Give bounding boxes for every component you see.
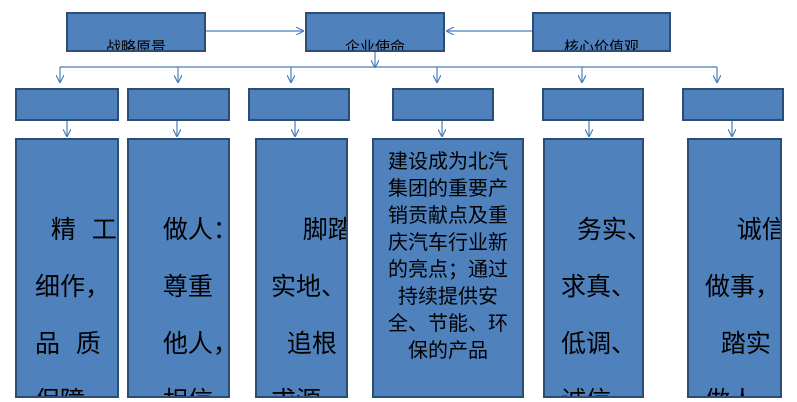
column-text-1: 精 工 细作， 品 质 保障， — [35, 215, 117, 396]
column-header-6 — [682, 88, 784, 121]
column-header-5 — [542, 88, 644, 121]
column-header-1 — [15, 88, 119, 121]
column-text-6: 诚信 做事， 踏实 做人， — [705, 215, 782, 396]
vision-box: 战略原景 — [66, 12, 206, 52]
column-body-1: 精 工 细作， 品 质 保障， — [15, 138, 119, 398]
column-header-2 — [127, 88, 230, 121]
column-text-4: 建设成为北汽集团的重要产销贡献点及重庆汽车行业新的亮点；通过持续提供安全、节能、… — [388, 149, 508, 362]
values-label: 核心价值观 — [563, 38, 639, 52]
vision-label: 战略原景 — [105, 38, 166, 52]
column-body-4: 建设成为北汽集团的重要产销贡献点及重庆汽车行业新的亮点；通过持续提供安全、节能、… — [372, 138, 524, 398]
column-header-3 — [248, 88, 350, 121]
column-text-2: 做人： 尊重 他人， 相信 — [162, 215, 228, 396]
column-header-4 — [392, 88, 494, 121]
column-body-6: 诚信 做事， 踏实 做人， — [687, 138, 782, 398]
mission-label: 企业使命 — [344, 38, 405, 52]
column-body-3: 脚踏 实地、 追根 求源、 — [255, 138, 348, 398]
column-text-3: 脚踏 实地、 追根 求源、 — [271, 215, 348, 396]
column-body-5: 务实、 求真、 低调、 诚信 — [543, 138, 644, 398]
column-text-5: 务实、 求真、 低调、 诚信 — [561, 215, 642, 396]
values-box: 核心价值观 — [532, 12, 671, 52]
column-body-2: 做人： 尊重 他人， 相信 — [127, 138, 230, 398]
mission-box: 企业使命 — [305, 12, 445, 52]
